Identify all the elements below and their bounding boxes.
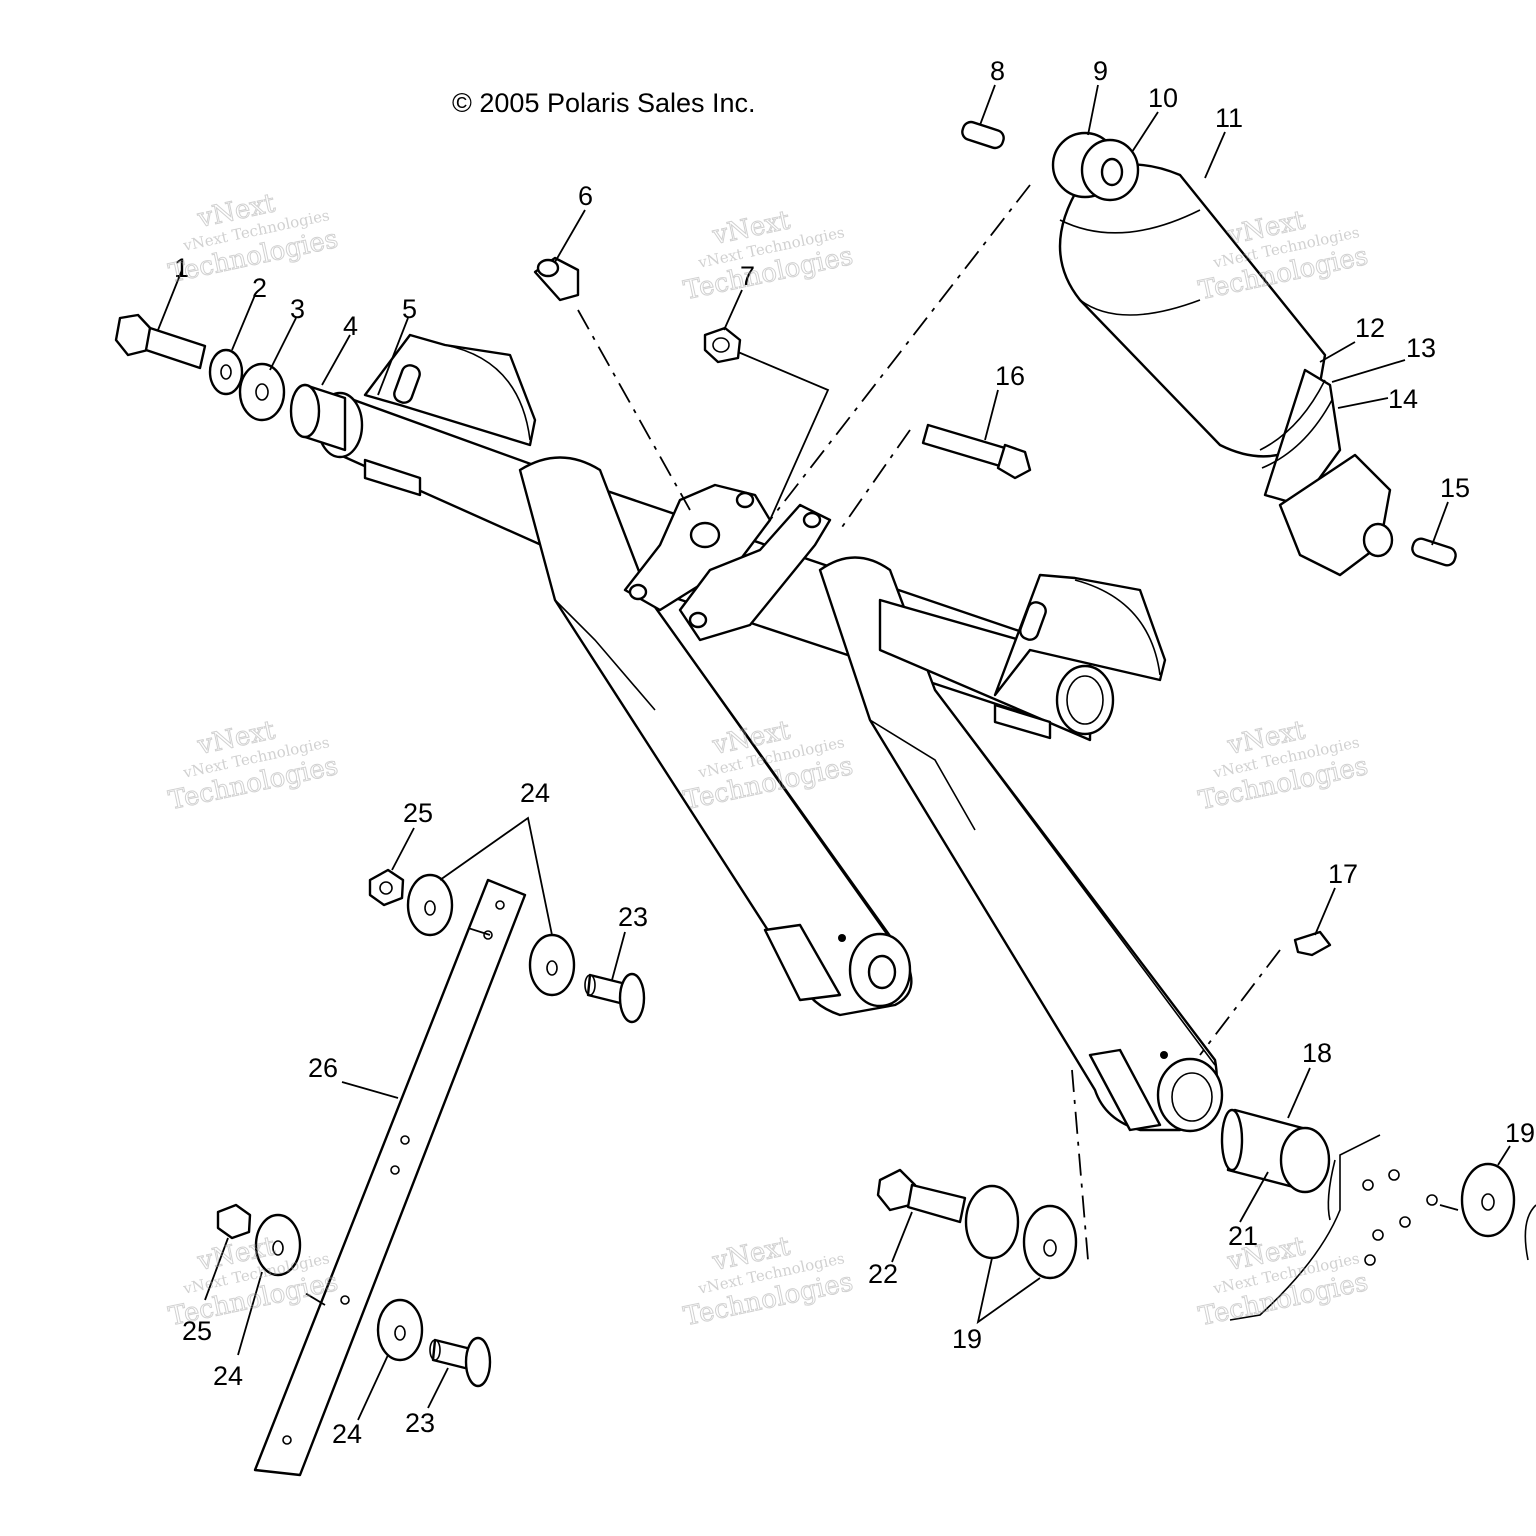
watermark-8: vNext vNext Technologies Technologies	[681, 1231, 857, 1333]
callout-9: 9	[1093, 56, 1108, 86]
pin-8	[961, 120, 1005, 150]
callout-8: 8	[990, 56, 1005, 86]
watermark-7: vNext vNext Technologies Technologies	[166, 1231, 342, 1333]
callout-23-bottom: 23	[405, 1408, 435, 1438]
callout-10: 10	[1148, 83, 1178, 113]
callout-16: 16	[995, 361, 1025, 391]
callout-12: 12	[1355, 313, 1385, 343]
watermark-9: vNext vNext Technologies Technologies	[1196, 1231, 1372, 1333]
washer-24b	[528, 933, 576, 997]
right-tube-end	[1055, 664, 1115, 736]
grease-fitting-17	[1293, 930, 1332, 957]
nut-25-top	[368, 868, 405, 907]
nut-25-bottom	[216, 1203, 252, 1240]
callout-24-top: 24	[520, 778, 550, 808]
callout-11: 11	[1215, 103, 1243, 133]
shock-mount-bracket	[623, 483, 772, 612]
callout-numbers: 1 2 3 4 5 6 7 8 9 10 11 12 13 14 15 16 1…	[174, 56, 1535, 1449]
callout-26: 26	[308, 1053, 338, 1083]
assembly-lines	[299, 184, 1459, 1306]
callout-24-left: 24	[213, 1361, 243, 1391]
shock-mount-bracket-2	[678, 503, 832, 642]
washer-24c	[254, 1213, 302, 1277]
callout-19-bottom: 19	[952, 1324, 982, 1354]
callout-22: 22	[868, 1259, 898, 1289]
bushing-18	[1220, 1108, 1331, 1194]
washer-19a	[964, 1184, 1020, 1260]
callout-13: 13	[1406, 333, 1436, 363]
washer-19c	[1460, 1162, 1516, 1238]
callout-17: 17	[1328, 859, 1358, 889]
washer-19b	[1022, 1204, 1078, 1280]
callout-7: 7	[740, 261, 755, 291]
watermark-6: vNext vNext Technologies Technologies	[1196, 715, 1372, 817]
washer-2	[208, 348, 244, 396]
shock-absorber	[1051, 131, 1394, 577]
callout-2: 2	[252, 273, 267, 303]
callout-15: 15	[1440, 473, 1470, 503]
shoulder-bolt-23-bottom	[429, 1336, 492, 1388]
callout-1: 1	[174, 253, 189, 283]
callout-24-bottom: 24	[332, 1419, 362, 1449]
bolt-16	[921, 423, 1032, 480]
washer-3	[238, 362, 286, 422]
washer-24a	[406, 873, 454, 937]
watermark-2: vNext vNext Technologies Technologies	[681, 205, 857, 307]
callout-14: 14	[1388, 384, 1418, 414]
bolt-1	[114, 313, 207, 370]
washer-24d	[376, 1298, 424, 1362]
left-clamp-bracket	[363, 333, 537, 447]
callout-21: 21	[1228, 1221, 1258, 1251]
callout-25-bottom: 25	[182, 1316, 212, 1346]
copyright-text: © 2005 Polaris Sales Inc.	[452, 88, 756, 118]
clamp-slot	[393, 364, 421, 404]
callout-6: 6	[578, 181, 593, 211]
callout-25-top: 25	[403, 798, 433, 828]
limiter-strap-26	[253, 878, 527, 1477]
pin-15	[1411, 537, 1457, 567]
callout-5: 5	[402, 294, 417, 324]
watermark-4: vNext vNext Technologies Technologies	[166, 715, 342, 817]
nut-7	[703, 326, 742, 364]
watermark-3: vNext vNext Technologies Technologies	[1196, 205, 1372, 307]
rear-arm-assembly	[289, 333, 1224, 1133]
callout-23-top: 23	[618, 902, 648, 932]
shoulder-bolt-23-top	[584, 972, 646, 1024]
callout-19-right: 19	[1505, 1118, 1535, 1148]
side-rail-fragment	[1229, 1134, 1536, 1321]
callout-4: 4	[343, 311, 358, 341]
callout-3: 3	[290, 294, 305, 324]
grease-fitting-6	[533, 256, 580, 302]
watermark-1: vNext vNext Technologies Technologies	[166, 188, 342, 290]
callout-18: 18	[1302, 1038, 1332, 1068]
bolt-22	[876, 1168, 967, 1224]
leader-lines	[157, 84, 1511, 1421]
